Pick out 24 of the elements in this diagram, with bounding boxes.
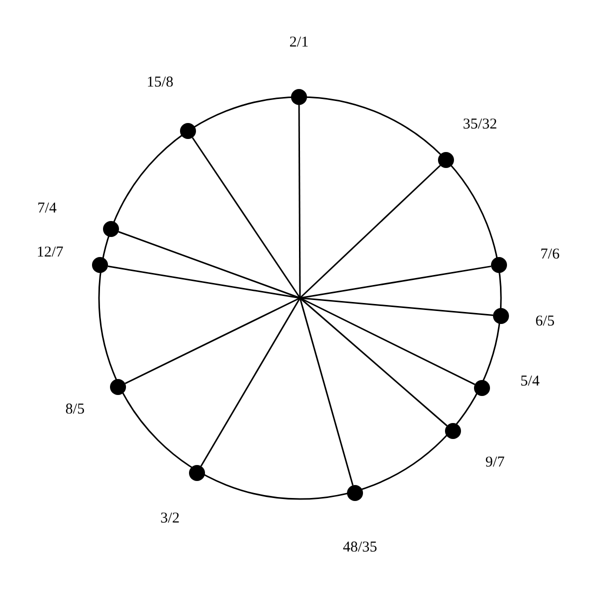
spoke-line bbox=[298, 105, 301, 298]
ratio-label: 2/1 bbox=[289, 34, 309, 52]
ratio-label: 9/7 bbox=[485, 454, 505, 472]
ratio-label: 48/35 bbox=[342, 540, 378, 556]
spoke-line bbox=[300, 297, 494, 316]
spoke-line bbox=[299, 298, 354, 486]
spoke-line bbox=[300, 266, 492, 299]
ratio-label: 7/6 bbox=[540, 246, 560, 264]
ratio-label: 7/4 bbox=[37, 200, 57, 218]
spoke-line bbox=[192, 137, 301, 298]
spoke-line bbox=[118, 231, 300, 299]
ratio-label: 5/4 bbox=[520, 374, 540, 390]
ratio-label: 8/5 bbox=[65, 402, 85, 418]
ratio-label: 15/8 bbox=[146, 74, 174, 92]
ratio-label: 12/7 bbox=[36, 244, 64, 262]
spoke-line bbox=[200, 298, 301, 466]
spoke-line bbox=[299, 164, 441, 299]
ratio-label: 35/32 bbox=[462, 116, 498, 134]
spoke-line bbox=[300, 297, 476, 386]
spoke-line bbox=[124, 297, 300, 384]
ratio-label: 6/5 bbox=[535, 314, 555, 330]
spoke-line bbox=[108, 266, 300, 299]
ratio-label: 3/2 bbox=[160, 510, 180, 528]
spoke-line bbox=[300, 297, 448, 426]
